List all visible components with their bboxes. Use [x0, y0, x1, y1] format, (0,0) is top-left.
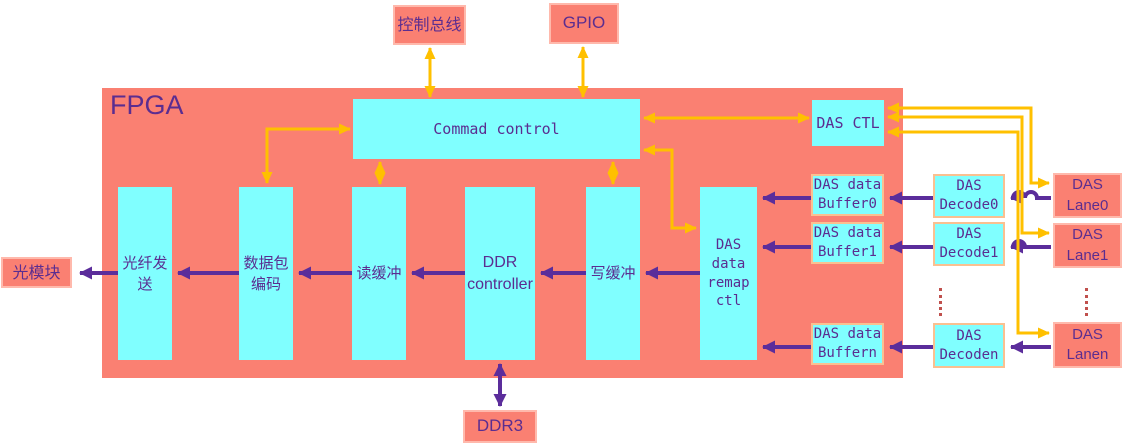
write-buffer-block: 写缓冲 — [586, 187, 640, 360]
das-decode1-block: DAS Decode1 — [933, 222, 1005, 266]
fpga-label: FPGA — [110, 90, 184, 120]
read-buffer-block: 读缓冲 — [352, 187, 406, 360]
packet-encoder-block: 数据包 编码 — [239, 187, 293, 360]
ddr-controller-block: DDR controller — [465, 187, 535, 360]
das-lanen-box: DAS Lanen — [1053, 322, 1122, 368]
gpio-box: GPIO — [549, 3, 619, 44]
das-ctl-block: DAS CTL — [812, 100, 884, 146]
das-data-buffer1-block: DAS data Buffer1 — [811, 222, 884, 264]
fiber-transmit-block: 光纤发 送 — [118, 187, 172, 360]
das-lane1-box: DAS Lane1 — [1053, 223, 1122, 268]
das-lane0-box: DAS Lane0 — [1053, 173, 1122, 218]
control-bus-box: 控制总线 — [393, 5, 466, 45]
command-control-block: Commad control — [353, 99, 640, 159]
das-data-buffer0-block: DAS data Buffer0 — [811, 174, 884, 216]
das-data-remap-ctl-block: DAS data remap ctl — [700, 187, 757, 360]
ddr3-box: DDR3 — [463, 410, 537, 443]
optical-module-box: 光模块 — [1, 257, 72, 288]
arrow-lane0-to-decode0 — [1010, 190, 1051, 205]
decoder-ellipsis-dots — [939, 288, 942, 316]
das-decode0-block: DAS Decode0 — [933, 174, 1005, 218]
das-decoden-block: DAS Decoden — [933, 323, 1005, 368]
lane-ellipsis-dots — [1085, 288, 1088, 316]
arrow-dasctl-lane0-bidirectional — [887, 102, 1050, 189]
das-data-buffern-block: DAS data Buffern — [811, 323, 884, 365]
arrow-lane1-to-decode1 — [1010, 239, 1051, 254]
